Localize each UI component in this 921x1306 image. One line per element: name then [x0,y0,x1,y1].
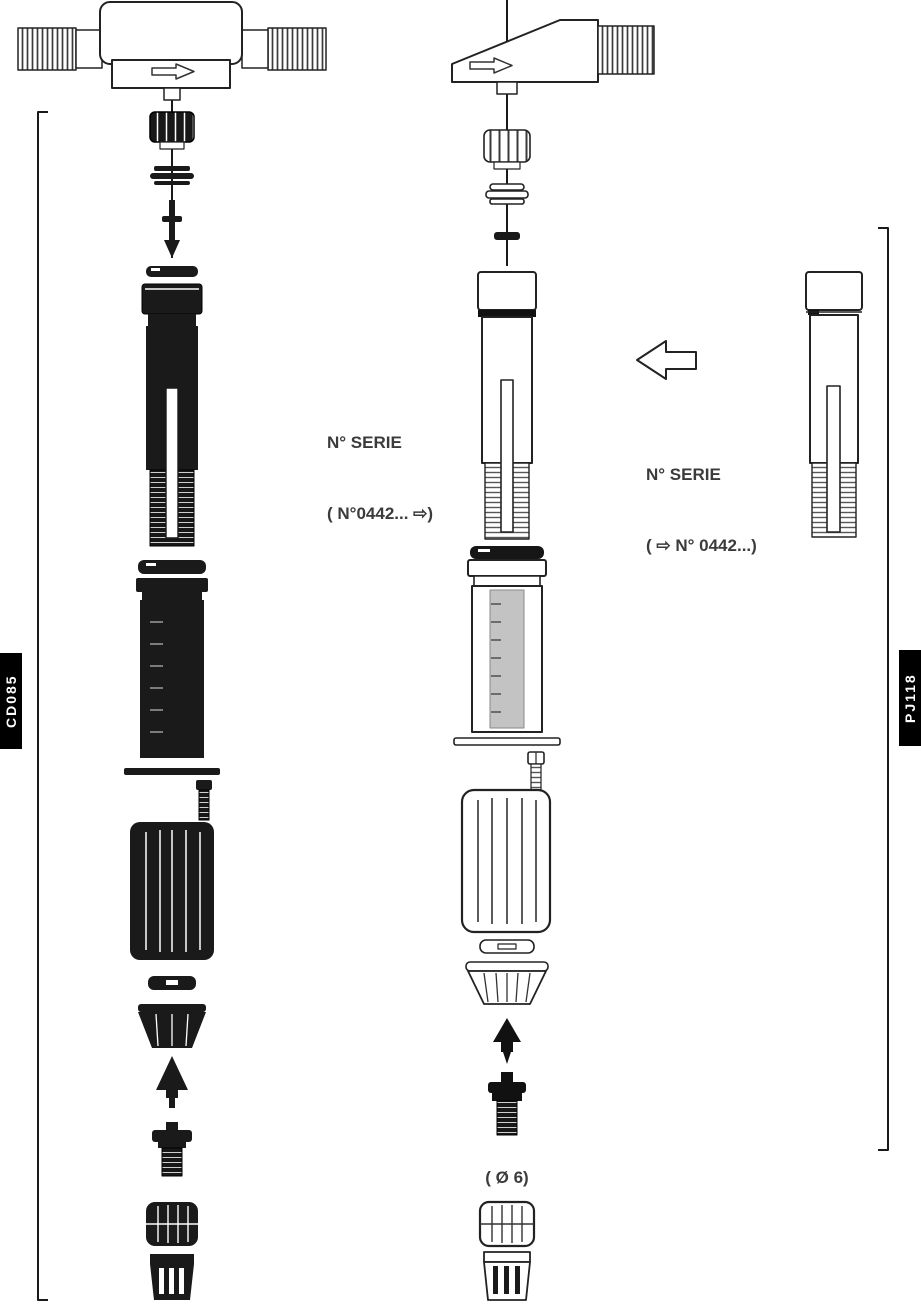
foot-valve [493,1018,521,1064]
coupling-nut [149,111,195,150]
stem-slot [826,385,841,533]
injection-stem-cylinder [477,271,537,540]
hose-nut [478,1200,536,1248]
pump-body [17,1,327,101]
injection-stem-cylinder [805,271,863,538]
coupling-nut [483,129,531,170]
middle-assembly [451,0,655,1301]
serie-note-right: N° SERIE ( ⇨ N° 0442...) [646,415,757,582]
measuring-tube [467,559,547,733]
screw [527,751,545,795]
right-assembly [636,227,889,1151]
flow-arrow-icon [469,57,513,74]
stem-slot [165,387,179,539]
clamp-plate [453,737,561,746]
scale-ticks [150,621,163,733]
pipe-thread-left [17,27,77,71]
seal-stack [485,183,529,205]
pipe-thread-right [267,27,327,71]
clamp-plate [124,768,220,775]
stem-slot [500,379,514,533]
strainer [483,1251,531,1301]
valve-pin [162,200,182,258]
serie-note-left-line1: N° SERIE [327,432,402,452]
assembly-code-left: CD085 [0,653,22,749]
seal-stack [150,166,194,185]
washer [479,939,535,954]
ribbed-coupling [130,822,214,960]
serie-note-left-line2: ( N°0442... ⇨) [327,503,434,523]
injection-stem-cylinder [141,283,203,547]
pump-body [451,19,655,95]
serie-note-right-line1: N° SERIE [646,464,721,484]
left-arrow-icon [636,340,697,380]
scale-ticks [491,603,501,713]
cone-nut [465,961,549,1005]
hose-nut [146,1202,198,1246]
washer [148,976,196,990]
pipe-thread-right [597,25,655,75]
foot-valve [156,1056,188,1108]
hose-barb-fitting [152,1122,192,1177]
bracket-right [878,227,889,1151]
bracket-left [37,111,48,1301]
screw [196,780,212,821]
serie-note-right-line2: ( ⇨ N° 0442...) [646,535,757,555]
assembly-code-right: PJ118 [899,650,921,746]
serie-note-left: N° SERIE ( N°0442... ⇨) [327,383,433,550]
retaining-ring [146,266,198,277]
seal-ring [470,546,544,559]
diameter-note: ( Ø 6) [485,1168,529,1187]
flow-arrow-icon [151,63,195,80]
ribbed-coupling [460,788,552,934]
washer-small [494,232,520,240]
strainer [150,1254,194,1300]
suction-tube [136,578,208,758]
hose-barb-fitting [488,1072,526,1136]
cone-nut [138,1004,206,1048]
left-assembly [17,1,327,1301]
seal-ring [138,560,206,574]
